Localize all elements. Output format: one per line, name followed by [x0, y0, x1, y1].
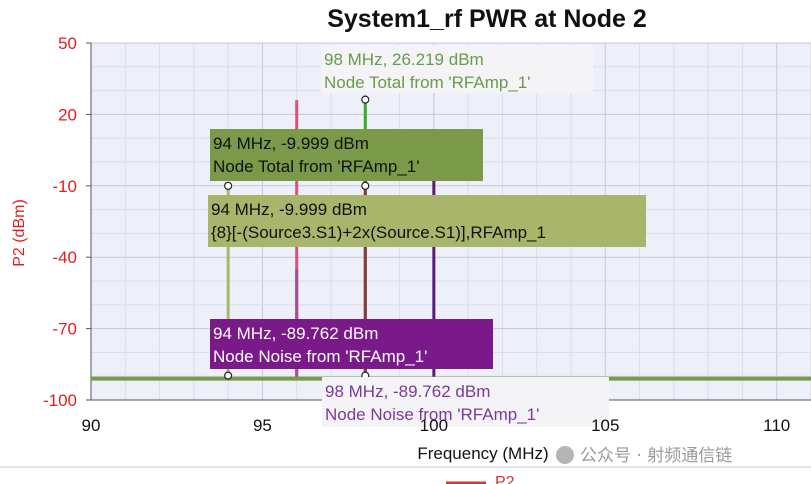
x-axis-label: Frequency (MHz): [417, 444, 548, 463]
annotation-background: [208, 195, 646, 247]
x-tick-label: 105: [591, 416, 619, 435]
marker-point: [224, 371, 233, 380]
watermark: 公众号 · 射频通信链: [556, 441, 732, 466]
x-tick-label: 95: [253, 416, 272, 435]
annotation-text: {8}[-(Source3.S1)+2x(Source.S1)],RFAmp_1: [211, 223, 546, 242]
watermark-text: 公众号 · 射频通信链: [580, 446, 733, 466]
y-tick-label: -100: [43, 391, 77, 410]
marker-point: [361, 181, 370, 190]
y-tick-label: -40: [52, 248, 77, 267]
y-tick-label: 50: [58, 34, 77, 53]
annotation-text: Node Total from 'RFAmp_1': [324, 73, 531, 92]
annotation-text: 98 MHz, -89.762 dBm: [325, 382, 490, 401]
marker-point: [224, 181, 233, 190]
annotation-background: [210, 129, 483, 181]
annotation-text: 94 MHz, -9.999 dBm: [211, 200, 367, 219]
legend-label: P2: [495, 474, 515, 484]
marker-point: [361, 95, 370, 104]
chart-title: System1_rf PWR at Node 2: [327, 5, 647, 33]
annotation-text: Node Noise from 'RFAmp_1': [325, 405, 539, 424]
annotation-text: Node Noise from 'RFAmp_1': [213, 347, 427, 366]
y-tick-label: 20: [58, 105, 77, 124]
annotation-background: [322, 377, 609, 427]
annotation-box: 94 MHz, -9.999 dBm {8}[-(Source3.S1)+2x(S…: [208, 195, 646, 247]
annotation-background: [321, 45, 593, 93]
wechat-icon: [556, 446, 574, 464]
annotation-background: [210, 319, 493, 369]
y-axis-label: P2 (dBm): [11, 199, 28, 267]
x-tick-label: 90: [82, 416, 101, 435]
y-tick-label: -10: [52, 177, 77, 196]
annotation-text: 98 MHz, 26.219 dBm: [324, 50, 484, 69]
annotation-text: 94 MHz, -9.999 dBm: [213, 134, 369, 153]
annotation-text: Node Total from 'RFAmp_1': [213, 157, 420, 176]
y-tick-labels: 50 20 -10 -40 -70 -100: [43, 34, 91, 410]
annotation-text: 94 MHz, -89.762 dBm: [213, 324, 378, 343]
y-tick-label: -70: [52, 320, 77, 339]
x-tick-labels: 909510010511011: [82, 416, 791, 435]
x-tick-label: 100: [420, 416, 448, 435]
x-tick-label: 110: [763, 416, 790, 435]
